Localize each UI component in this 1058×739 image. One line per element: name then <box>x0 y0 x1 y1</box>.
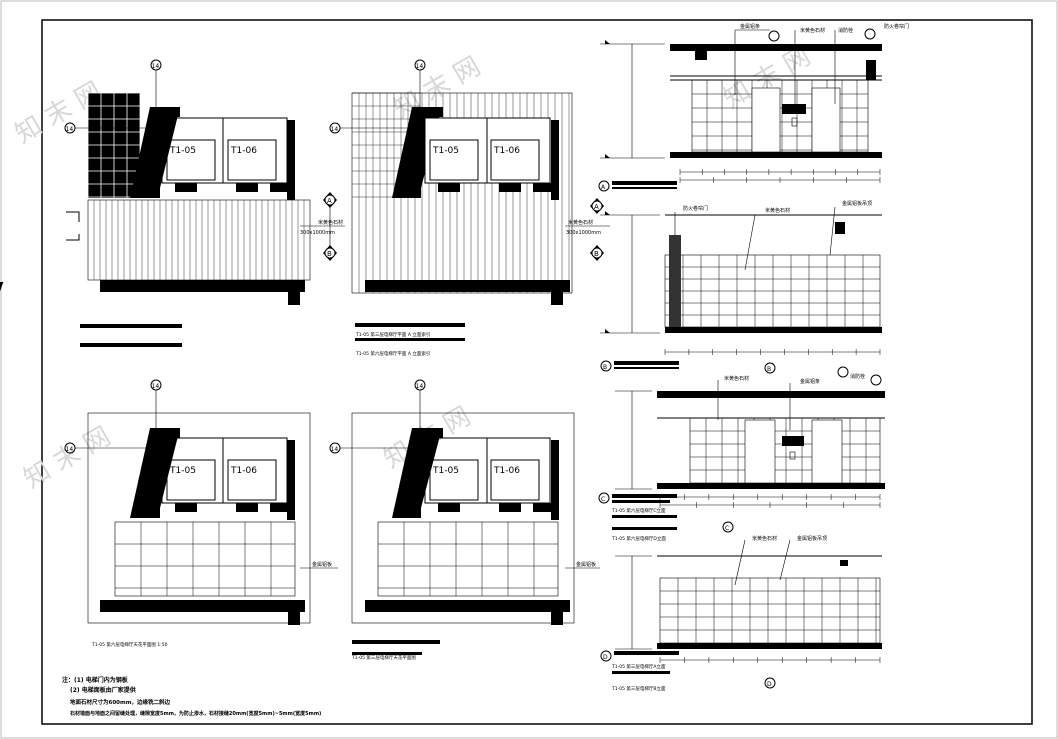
plan1-wall-top <box>152 107 180 117</box>
plan3-elevator-2-label: T1-06 <box>230 466 257 476</box>
plan4-elevator-1-label: T1-05 <box>432 466 459 476</box>
elev-c-tiles <box>690 418 880 483</box>
plan-1: T1-05 T1-06 14 14 A B 米黄色石材 300x1000mm <box>0 59 345 347</box>
plan3-elevator-1-label: T1-05 <box>169 466 196 476</box>
plan-4: T1-05 T1-06 14 14 金属铝板 T1-05 第三层电梯厅天花平面图 <box>329 379 600 661</box>
plan1-elevator-1-label: T1-05 <box>169 146 196 156</box>
elev-c-dimensions <box>659 494 881 508</box>
elev-b-tiles <box>665 255 880 327</box>
elev-c-caption-2: T1-05 第六层电梯厅D立面 <box>611 535 666 542</box>
elevation-a: 金属铝条 米黄色石材 消防栓 防火卷帘门 A <box>598 23 909 192</box>
svg-text:C: C <box>601 496 605 503</box>
plan1-floor-lines <box>93 200 305 280</box>
note-2: (2) 电梯面板由厂家提供 <box>70 686 136 694</box>
svg-text:14: 14 <box>331 446 339 453</box>
plan1-wall-bottom <box>100 280 305 292</box>
svg-text:300x1000mm: 300x1000mm <box>300 230 335 236</box>
elevation-d: 米黄色石材 金属铝板吊顶 D T1-05 第三层电梯厅A立面 T1-05 第三层… <box>600 535 882 692</box>
plan3-ceiling-grid <box>115 522 295 596</box>
svg-text:米黄色石材: 米黄色石材 <box>752 535 777 542</box>
svg-text:C: C <box>725 525 729 532</box>
plan2-elevator-1-label: T1-05 <box>432 146 459 156</box>
elevation-b: 防火卷帘门 米黄色石材 金属铝板吊顶 B B <box>600 200 882 374</box>
plan1-wall-angled-inner <box>145 107 178 183</box>
svg-text:B: B <box>603 364 607 371</box>
elevation-c: 米黄色石材 金属铝条 消防栓 C T1-05 第六层电梯厅C立面 T1-05 第… <box>598 366 885 542</box>
elev-d-dimensions <box>659 657 881 663</box>
inner-frame <box>41 19 1033 725</box>
svg-text:米黄色石材: 米黄色石材 <box>318 219 343 226</box>
svg-text:金属铝板: 金属铝板 <box>312 561 332 568</box>
plan1-wall-bottom-right <box>288 280 300 305</box>
svg-text:A: A <box>594 203 599 211</box>
svg-text:米黄色石材: 米黄色石材 <box>765 207 790 214</box>
svg-text:防火卷帘门: 防火卷帘门 <box>884 23 909 30</box>
svg-text:14: 14 <box>66 446 74 453</box>
svg-text:金属铝板: 金属铝板 <box>576 561 596 568</box>
plan4-caption: T1-05 第三层电梯厅天花平面图 <box>351 654 416 661</box>
svg-text:金属铝条: 金属铝条 <box>800 378 820 385</box>
plan1-grid-bubble-top <box>150 59 162 71</box>
svg-text:防火卷帘门: 防火卷帘门 <box>683 205 708 212</box>
plan1-tile-grid-lines <box>87 92 141 198</box>
svg-text:14: 14 <box>416 383 424 390</box>
svg-text:B: B <box>327 250 332 258</box>
note-1: 注：(1) 电梯门内为钢板 <box>62 676 129 684</box>
plan4-elevator-2-label: T1-06 <box>493 466 520 476</box>
plan-2: T1-05 T1-06 14 14 A B 米黄色石材 300x1000mm T… <box>329 59 610 357</box>
plan1-shaft-frame <box>161 117 288 184</box>
svg-text:14: 14 <box>331 126 339 133</box>
plan1-elevator-2 <box>227 139 277 181</box>
svg-text:A: A <box>327 197 332 205</box>
plan2-caption-a: T1-05 第三层电梯厅平面 A 立面索引 <box>355 331 430 338</box>
svg-text:金属铝条: 金属铝条 <box>740 23 760 30</box>
plan3-caption: T1-05 第六层电梯厅天花平面图 1:50 <box>91 641 168 648</box>
plan2-caption-b: T1-05 第六层电梯厅平面 A 立面索引 <box>355 350 430 357</box>
plan2-elevator-2-label: T1-06 <box>493 146 520 156</box>
svg-text:米黄色石材: 米黄色石材 <box>568 219 593 226</box>
plan4-ceiling-grid <box>378 522 558 596</box>
svg-text:消防栓: 消防栓 <box>850 373 865 380</box>
svg-text:A: A <box>601 184 606 191</box>
plan-3: T1-05 T1-06 14 14 金属铝板 T1-05 第六层电梯厅天花平面图… <box>64 379 338 648</box>
svg-text:B: B <box>594 250 599 258</box>
svg-text:米黄色石材: 米黄色石材 <box>800 27 825 34</box>
elev-d-caption-2: T1-05 第三层电梯厅B立面 <box>611 685 666 692</box>
note-4: 石材墙面与地面之间留缝处理，缝隙宽度5mm，为防止渗水，石材接缝20mm(宽度5… <box>69 710 321 717</box>
plan1-wall-right <box>287 120 295 200</box>
plan1-grid-bubble-left <box>64 122 76 134</box>
svg-text:14: 14 <box>66 126 74 133</box>
svg-text:金属铝板吊顶: 金属铝板吊顶 <box>842 200 872 207</box>
svg-text:消防栓: 消防栓 <box>838 27 853 34</box>
elev-a-dimensions <box>679 169 881 183</box>
note-3: 地面石材尺寸为600mm，边缘铣二斜边 <box>70 698 170 706</box>
svg-text:14: 14 <box>416 63 424 70</box>
notes-block: 注：(1) 电梯门内为钢板 (2) 电梯面板由厂家提供 地面石材尺寸为600mm… <box>62 676 321 717</box>
elev-c-caption-1: T1-05 第六层电梯厅C立面 <box>611 507 666 514</box>
svg-text:米黄色石材: 米黄色石材 <box>724 375 749 382</box>
svg-text:D: D <box>767 681 772 688</box>
elev-a-mark <box>598 180 610 192</box>
svg-text:300x1000mm: 300x1000mm <box>566 230 601 236</box>
plan1-elevator-1 <box>166 139 216 181</box>
svg-text:14: 14 <box>152 63 160 70</box>
svg-text:金属铝板吊顶: 金属铝板吊顶 <box>797 535 827 542</box>
elev-b-dimensions <box>664 349 881 355</box>
svg-text:B: B <box>767 366 771 373</box>
svg-text:14: 14 <box>152 383 160 390</box>
plan2-area <box>351 92 573 294</box>
plan1-elevator-2-label: T1-06 <box>230 146 257 156</box>
elev-d-tiles <box>660 578 880 643</box>
elev-d-caption-1: T1-05 第三层电梯厅A立面 <box>611 663 666 670</box>
svg-text:D: D <box>603 654 608 661</box>
